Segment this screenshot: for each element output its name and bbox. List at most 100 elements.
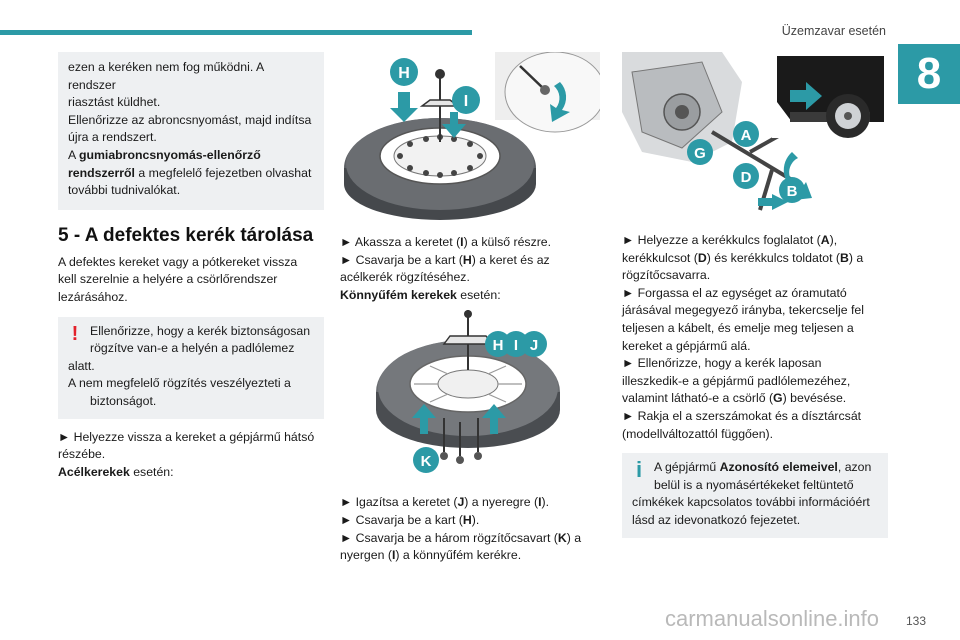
text-span: ► Csavarja be a kart ( xyxy=(340,512,463,527)
text-span: ) a xyxy=(848,250,864,265)
intro-paragraph: A defektes kereket vagy a pótkereket vis… xyxy=(58,254,324,307)
text-line: ► Helyezze vissza a kereket a gépjármű h… xyxy=(58,429,315,444)
text-line: kell szerelnie a helyére a csörlőrendsze… xyxy=(58,272,278,287)
alloy-steps: ► Igazítsa a keretet (J) a nyeregre (I).… xyxy=(340,494,600,564)
text-line: A gumiabroncsnyomás-ellenőrző xyxy=(68,147,314,165)
figure-label-d: D xyxy=(741,169,752,186)
figure-label-g: G xyxy=(694,145,706,162)
column-2: H I ► Akassza a keretet (I) a külső rész… xyxy=(340,52,600,565)
text-span: ► Csavarja be a kart ( xyxy=(340,252,463,267)
text-line: további tudnivalókat. xyxy=(68,183,181,198)
bold-term: gumiabroncsnyomás-ellenőrző xyxy=(78,147,261,162)
text-line: ► Helyezze a kerékkulcs foglalatot (A), xyxy=(622,232,888,250)
text-span: esetén: xyxy=(129,464,174,479)
text-line: Könnyűfém kerekek esetén: xyxy=(340,287,600,305)
bold-ref: I xyxy=(391,548,396,563)
text-line: lezárásához. xyxy=(58,289,128,304)
text-span: ► Akassza a keretet ( xyxy=(340,235,461,249)
step-paragraph: ► Helyezze vissza a kereket a gépjármű h… xyxy=(58,429,324,482)
text-line: Ellenőrizze az abroncsnyomást, majd indí… xyxy=(68,112,312,127)
text-line: A gépjármű Azonosító elemeivel, azon xyxy=(632,459,878,477)
figure-label-a: A xyxy=(741,127,752,144)
winch-steps: ► Helyezze a kerékkulcs foglalatot (A), … xyxy=(622,232,888,443)
bold-ref: H xyxy=(462,512,472,527)
text-line: részébe. xyxy=(58,447,106,462)
text-span: ) és kerékkulcs toldatot ( xyxy=(706,250,841,265)
text-span: esetén: xyxy=(456,287,501,302)
text-line: ► Igazítsa a keretet (J) a nyeregre (I). xyxy=(340,494,600,512)
text-span: ) a xyxy=(566,530,582,545)
text-line: valamint látható-e a csörlő (G) bevésése… xyxy=(622,390,888,408)
text-line: ► Csavarja be a három rögzítőcsavart (K)… xyxy=(340,530,600,548)
section-title: 5 - A defektes kerék tárolása xyxy=(58,224,314,246)
text-span: ). xyxy=(541,495,550,510)
text-line: ► Ellenőrizze, hogy a kerék laposan xyxy=(622,356,822,371)
figure-label-h: H xyxy=(493,337,504,354)
text-span: ► Igazítsa a keretet ( xyxy=(340,495,458,510)
text-line: biztonságot. xyxy=(90,393,157,408)
text-line: lásd az idevonatkozó fejezetet. xyxy=(632,512,801,527)
bold-ref: B xyxy=(840,250,849,265)
winch-tool-illustration: A B D G xyxy=(622,52,888,224)
text-line: ► Csavarja be a kart (H) a keret és az xyxy=(340,252,600,270)
text-span: valamint látható-e a csörlő ( xyxy=(622,391,774,406)
text-line: járásával megegyező irányba, tekercselje… xyxy=(622,303,864,318)
text-line: acélkerék rögzítéséhez. xyxy=(340,270,470,285)
header-accent-bar xyxy=(0,30,472,35)
text-line: riasztást küldhet. xyxy=(68,95,161,110)
figure-label-i: I xyxy=(514,337,518,354)
warning-icon: ! xyxy=(71,322,79,345)
text-line: teljesen a kábelt, és emelje meg teljese… xyxy=(622,320,854,335)
chapter-number-badge: 8 xyxy=(898,44,960,104)
column-1: ezen a keréken nem fog működni. A rendsz… xyxy=(58,52,324,481)
bold-term: Acélkerekek xyxy=(58,464,130,479)
text-span: ), xyxy=(829,233,838,247)
alloy-wheel-illustration: H I J K xyxy=(340,310,600,487)
text-line: Acélkerekek esetén: xyxy=(58,464,324,482)
tpms-note-box: ezen a keréken nem fog működni. A rendsz… xyxy=(58,52,324,210)
figure-label-h: H xyxy=(398,65,410,82)
text-span: ► Helyezze a kerékkulcs foglalatot ( xyxy=(622,233,821,247)
text-line: kereket a gépjármű alá. xyxy=(622,338,751,353)
text-span: A gépjármű xyxy=(654,460,720,475)
page-number: 133 xyxy=(905,614,926,628)
text-span: kerékkulcsot ( xyxy=(622,250,698,265)
text-line: A nem megfelelő rögzítés veszélyezteti a xyxy=(68,376,291,391)
text-line: újra a rendszert. xyxy=(68,130,157,145)
text-span: , azon xyxy=(837,460,872,475)
bold-ref: A xyxy=(820,233,830,247)
text-span: nyergen ( xyxy=(340,548,392,563)
text-span: a megfelelő fejezetben olvashat xyxy=(134,165,312,180)
text-line: ezen a keréken nem fog működni. A rendsz… xyxy=(68,60,264,92)
column-3: A B D G ► Helyezze a kerékkulcs foglalat… xyxy=(622,52,888,538)
steel-steps: ► Akassza a keretet (I) a külső részre. … xyxy=(340,234,600,304)
warning-box: ! Ellenőrizze, hogy a kerék biztonságosa… xyxy=(58,316,324,419)
text-line: ► Akassza a keretet (I) a külső részre. xyxy=(340,234,600,252)
text-span: ). xyxy=(471,512,480,527)
bold-ref: I xyxy=(460,235,464,249)
figure-label-j: J xyxy=(530,337,538,354)
bold-term: Könnyűfém kerekek xyxy=(340,287,457,302)
text-span: A xyxy=(68,147,79,162)
info-icon: i xyxy=(635,457,643,483)
bold-ref: G xyxy=(773,391,783,406)
text-line: ► Csavarja be a kart (H). xyxy=(340,512,600,530)
text-span: ) a külső részre. xyxy=(463,235,552,249)
bold-term: rendszerről xyxy=(68,165,135,180)
info-box: i A gépjármű Azonosító elemeivel, azon b… xyxy=(622,453,888,538)
figure-label-b: B xyxy=(787,183,798,200)
text-span: ) bevésése. xyxy=(782,391,847,406)
text-line: ► Forgassa el az egységet az óramutató xyxy=(622,285,847,300)
watermark: carmanualsonline.info xyxy=(665,606,880,631)
bold-ref: K xyxy=(557,530,567,545)
figure-label-i: I xyxy=(464,93,468,110)
bold-ref: I xyxy=(538,495,542,510)
text-line: Ellenőrizze, hogy a kerék biztonságosan xyxy=(90,323,311,338)
text-line: belül is a nyomásértékeket feltüntető xyxy=(654,477,854,492)
bold-ref: J xyxy=(457,495,465,510)
figure-label-k: K xyxy=(421,453,432,470)
text-line: illeszkedik-e a gépjármű padlólemezéhez, xyxy=(622,373,851,388)
text-span: ) a keret és az xyxy=(471,252,550,267)
text-span: ) a nyeregre ( xyxy=(464,495,539,510)
steel-wheel-illustration: H I xyxy=(340,52,600,224)
